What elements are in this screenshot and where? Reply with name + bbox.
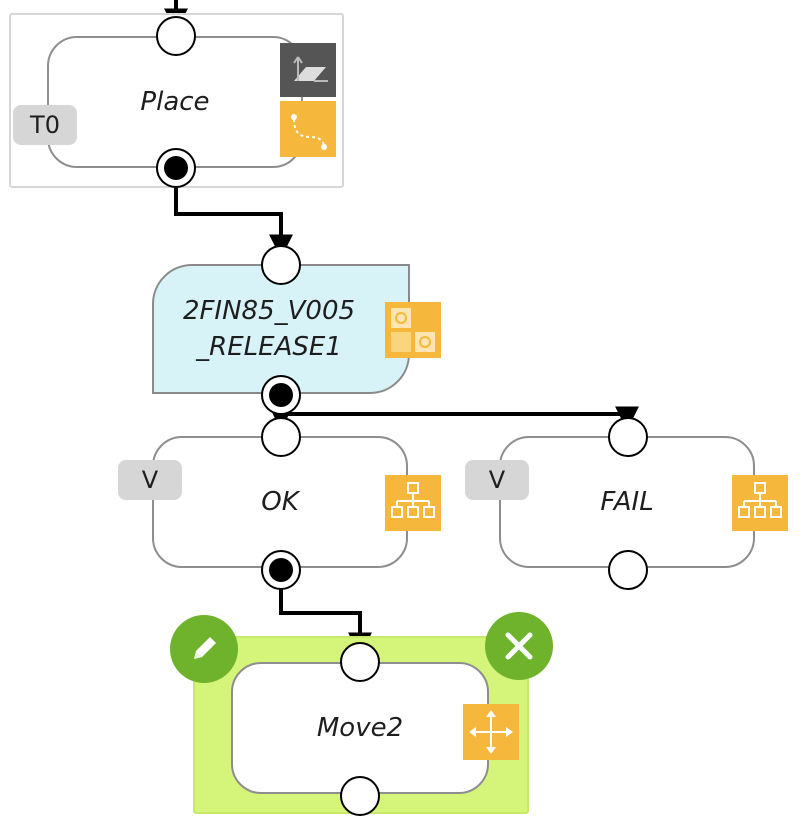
release-node[interactable]: 2FIN85_V005 _RELEASE1	[152, 264, 410, 394]
release-label-line1: 2FIN85_V005	[182, 296, 356, 326]
gears-icon[interactable]	[385, 302, 441, 358]
wire-ok-to-move	[279, 570, 372, 657]
edit-button[interactable]	[170, 615, 238, 683]
wire-place-to-release	[174, 168, 293, 259]
fail-output-port[interactable]	[606, 548, 650, 592]
move-output-port[interactable]	[338, 774, 382, 818]
hierarchy-icon[interactable]	[385, 475, 441, 531]
path-icon[interactable]	[280, 101, 336, 157]
release-input-port[interactable]	[259, 243, 303, 287]
plane-transform-icon[interactable]	[280, 43, 336, 97]
pencil-icon	[194, 637, 216, 659]
fail-label: FAIL	[600, 487, 654, 517]
move-label: Move2	[316, 713, 404, 743]
fail-tag: V	[465, 460, 529, 500]
place-output-port[interactable]	[154, 146, 198, 190]
wire-release-to-fail	[281, 406, 639, 431]
close-icon	[505, 632, 533, 660]
release-label-line2: _RELEASE1	[196, 332, 342, 362]
place-input-port[interactable]	[154, 14, 198, 58]
ok-label: OK	[261, 487, 299, 517]
move-node[interactable]: Move2	[231, 662, 489, 794]
place-label: Place	[140, 87, 210, 117]
move-arrows-icon[interactable]	[463, 704, 519, 760]
move-input-port[interactable]	[338, 640, 382, 684]
delete-button[interactable]	[485, 612, 553, 680]
ok-input-port[interactable]	[259, 415, 303, 459]
ok-output-port[interactable]	[259, 548, 303, 592]
hierarchy-icon[interactable]	[732, 475, 788, 531]
fail-node[interactable]: FAIL	[499, 436, 755, 568]
release-output-port[interactable]	[259, 373, 303, 417]
fail-input-port[interactable]	[606, 415, 650, 459]
ok-tag: V	[118, 460, 182, 500]
place-tag: T0	[13, 105, 77, 145]
